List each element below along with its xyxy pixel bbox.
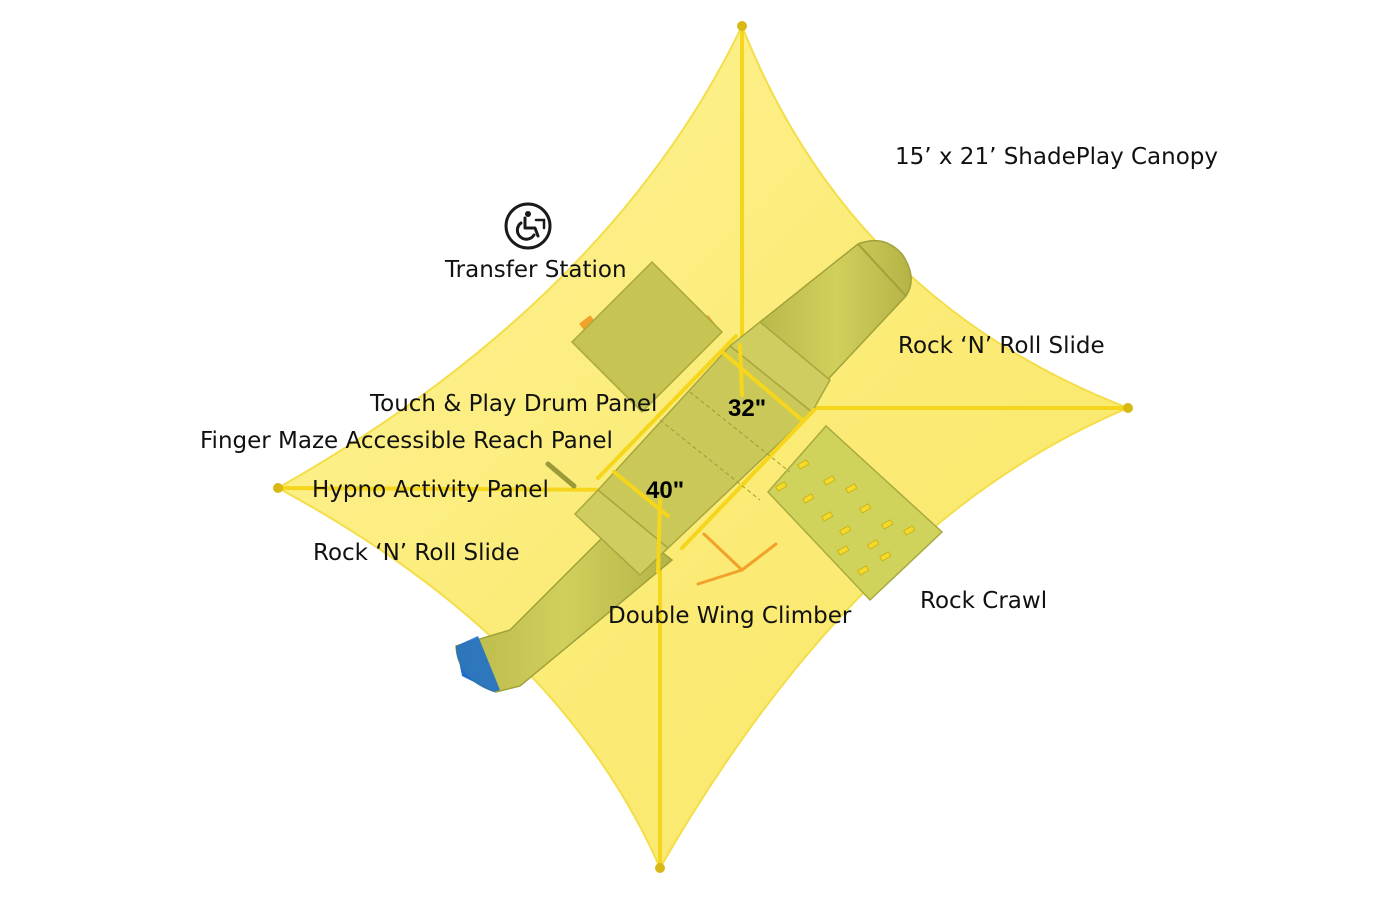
main-deck-structure [545,321,831,577]
label-slide-left: Rock ‘N’ Roll Slide [313,540,520,566]
label-wing-climber: Double Wing Climber [608,603,852,629]
dimension-lower-deck: 40" [646,477,685,504]
label-canopy: 15’ x 21’ ShadePlay Canopy [895,144,1219,170]
dimension-upper-deck: 32" [728,395,767,422]
transfer-station [570,260,724,414]
label-slide-right: Rock ‘N’ Roll Slide [898,333,1105,359]
slide-lower-left [455,519,674,693]
label-rock-crawl: Rock Crawl [920,588,1048,614]
label-drum-panel: Touch & Play Drum Panel [370,391,658,417]
wheelchair-transfer-icon [504,202,552,250]
label-transfer-station: Transfer Station [445,257,627,283]
label-hypno-panel: Hypno Activity Panel [312,477,549,503]
canopy-post-caps [273,21,1133,873]
rock-crawl [766,424,944,602]
double-wing-climber [696,532,778,586]
label-finger-maze: Finger Maze Accessible Reach Panel [200,428,613,454]
